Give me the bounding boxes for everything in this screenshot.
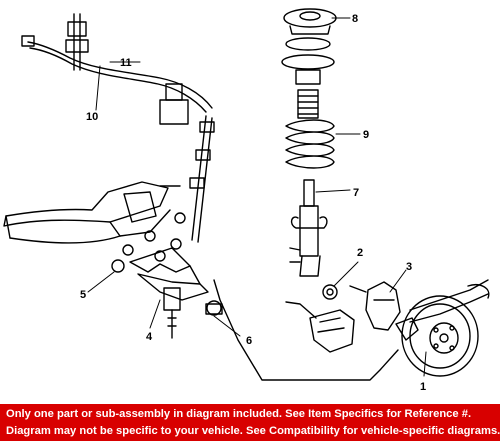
callout-5: 5	[80, 289, 86, 301]
subframe-crossmember	[3, 181, 186, 273]
hub-bearing	[322, 284, 338, 300]
callout-8: 8	[352, 13, 358, 25]
disclaimer-line-2: Diagram may not be specific to your vehi…	[6, 425, 500, 437]
callout-9: 9	[363, 129, 369, 141]
callout-3: 3	[406, 261, 412, 273]
callout-11: 11	[120, 57, 132, 69]
stabilizer-link	[189, 115, 215, 243]
callout-7: 7	[353, 187, 359, 199]
callout-6: 6	[246, 335, 252, 347]
stabilizer-bar	[21, 13, 213, 125]
suspension-exploded-diagram: 8 9 7 2 3 1 6 4 5 10 11	[3, 8, 490, 393]
callout-leaders	[87, 17, 427, 377]
brake-line	[213, 279, 399, 381]
callout-10: 10	[86, 111, 98, 123]
callout-1: 1	[420, 381, 426, 393]
disclaimer-banner: Only one part or sub-assembly in diagram…	[0, 404, 500, 441]
lower-control-arm	[129, 247, 223, 339]
callout-2: 2	[357, 247, 363, 259]
callout-4: 4	[146, 331, 153, 343]
brake-caliper	[285, 301, 355, 353]
disclaimer-line-1: Only one part or sub-assembly in diagram…	[6, 408, 472, 420]
brake-rotor	[395, 295, 479, 377]
steering-knuckle	[349, 281, 401, 331]
strut-assembly	[281, 8, 337, 277]
